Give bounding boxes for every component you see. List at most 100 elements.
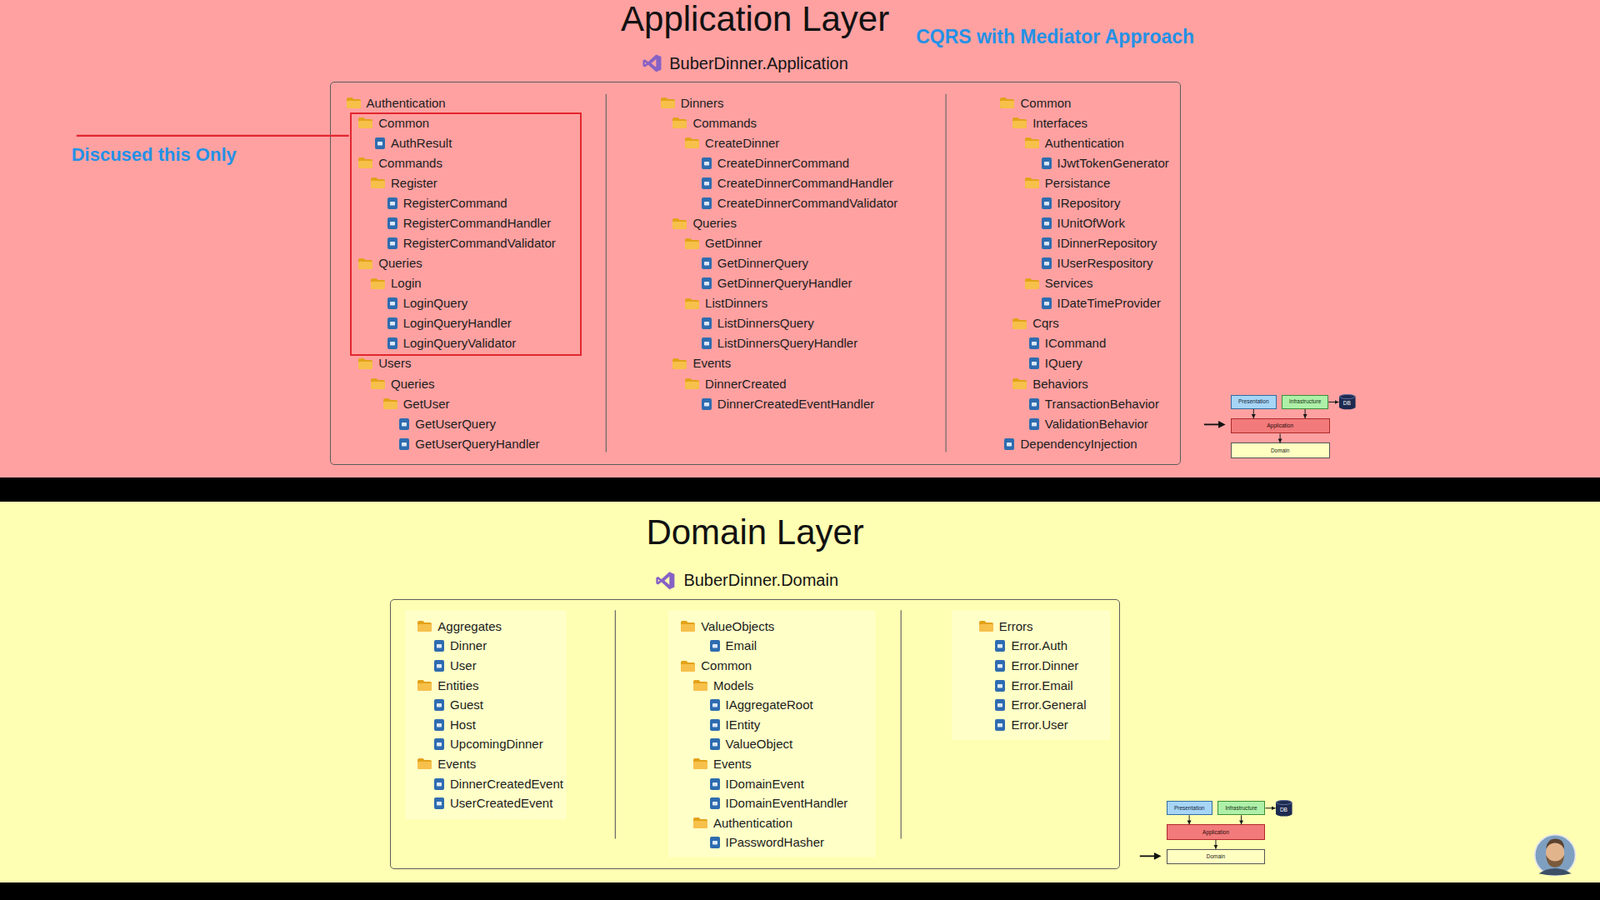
layer-box: Infrastructure bbox=[1217, 800, 1266, 815]
layer-name: Infrastructure bbox=[1225, 805, 1257, 812]
file-icon bbox=[995, 660, 1005, 672]
folder-back bbox=[417, 680, 432, 691]
file-mark bbox=[1044, 201, 1050, 206]
file-icon bbox=[1029, 418, 1040, 430]
folder-back bbox=[693, 680, 708, 691]
file-mark bbox=[1044, 161, 1050, 166]
file-name: Error.General bbox=[1010, 698, 1086, 712]
file-mark bbox=[401, 442, 407, 447]
folder-icon bbox=[358, 258, 373, 270]
file-mark bbox=[704, 261, 710, 266]
file-name: Guest bbox=[450, 698, 484, 712]
file-icon bbox=[710, 719, 720, 731]
file-body bbox=[710, 738, 720, 750]
file-body bbox=[387, 217, 398, 230]
folder-front bbox=[685, 301, 700, 310]
column-divider bbox=[945, 94, 946, 453]
file-icon bbox=[710, 738, 720, 750]
file-mark bbox=[704, 161, 710, 166]
file-mark bbox=[704, 281, 710, 286]
file-body bbox=[710, 640, 720, 652]
file-icon bbox=[1029, 398, 1040, 410]
file-mark bbox=[390, 221, 395, 226]
file-name: IUserRespository bbox=[1057, 256, 1154, 270]
folder-front bbox=[693, 683, 708, 691]
file-name: GetUserQuery bbox=[415, 417, 496, 431]
file-icon bbox=[434, 719, 445, 731]
file-mark bbox=[436, 801, 442, 806]
layer-name: DB bbox=[1343, 400, 1351, 407]
file-body bbox=[1029, 418, 1040, 430]
avatar-hair bbox=[1545, 839, 1565, 850]
highlight-box: CommonAuthResultCommandsRegisterRegister… bbox=[350, 112, 582, 357]
folder-back bbox=[1025, 278, 1040, 290]
file-body bbox=[387, 297, 398, 310]
folder-icon bbox=[1025, 278, 1040, 290]
file-icon bbox=[399, 438, 410, 450]
file-mark bbox=[712, 644, 718, 649]
folder-icon bbox=[346, 97, 361, 109]
file-name: Error.Auth bbox=[1010, 639, 1068, 653]
file-name: ValidationBehavior bbox=[1045, 417, 1149, 431]
folder-back bbox=[680, 660, 695, 672]
database-top bbox=[1275, 800, 1292, 805]
folder-icon bbox=[693, 817, 708, 829]
folder-icon bbox=[358, 117, 373, 129]
folder-front bbox=[346, 100, 361, 109]
folder-front bbox=[672, 361, 687, 370]
folder-back bbox=[672, 358, 687, 370]
project-title: BuberDinner.Application bbox=[669, 53, 849, 74]
folder-back bbox=[383, 398, 398, 410]
file-mark bbox=[712, 742, 718, 747]
file-name: IEntity bbox=[725, 718, 761, 732]
folder-name: DinnerCreated bbox=[705, 377, 787, 391]
file-mark bbox=[390, 341, 395, 346]
folder-name: Events bbox=[713, 757, 752, 771]
file-body bbox=[701, 337, 712, 350]
layer-name: Infrastructure bbox=[1289, 398, 1321, 405]
folder-icon bbox=[417, 758, 432, 770]
file-body bbox=[995, 640, 1005, 652]
folder-back bbox=[1000, 97, 1015, 109]
file-body bbox=[434, 719, 445, 731]
file-body bbox=[387, 337, 398, 350]
file-name: GetDinnerQueryHandler bbox=[717, 276, 853, 290]
folder-icon bbox=[693, 680, 708, 691]
file-body bbox=[701, 398, 712, 410]
folder-name: Queries bbox=[390, 377, 435, 391]
folder-back bbox=[680, 620, 695, 632]
file-icon bbox=[387, 337, 398, 350]
folder-icon bbox=[1025, 177, 1040, 189]
folder-icon bbox=[1012, 117, 1027, 129]
file-mark bbox=[1006, 442, 1012, 447]
project-box: BuberDinner.DomainAggregatesDinnerUserEn… bbox=[390, 599, 1121, 870]
folder-name: ValueObjects bbox=[700, 620, 775, 634]
folder-name: Queries bbox=[692, 216, 737, 230]
file-body bbox=[434, 797, 445, 810]
file-mark bbox=[390, 201, 395, 206]
visual-studio-icon-shape bbox=[655, 571, 675, 590]
file-name: ListDinnersQueryHandler bbox=[717, 336, 858, 350]
layer-arrow bbox=[1265, 807, 1275, 809]
file-mark bbox=[1031, 402, 1037, 407]
folder-icon bbox=[685, 137, 700, 149]
folder-front bbox=[370, 281, 385, 290]
folder-icon bbox=[370, 278, 385, 290]
file-body bbox=[995, 660, 1005, 672]
file-name: ValueObject bbox=[725, 737, 794, 751]
layer-arrow bbox=[1240, 815, 1242, 825]
folder-name: Commands bbox=[692, 116, 757, 130]
file-name: IPasswordHasher bbox=[725, 835, 825, 850]
file-mark bbox=[712, 723, 718, 728]
folder-front bbox=[370, 381, 385, 390]
file-body bbox=[1041, 237, 1052, 250]
folder-name: Common bbox=[1020, 96, 1071, 110]
file-name: UserCreatedEvent bbox=[450, 796, 553, 810]
column-divider bbox=[900, 610, 902, 839]
layer-name: Application bbox=[1266, 422, 1294, 430]
folder-back bbox=[1025, 177, 1040, 189]
pointer-arrow-head bbox=[1218, 420, 1226, 429]
folder-icon bbox=[685, 298, 700, 310]
file-name: IJwtTokenGenerator bbox=[1057, 156, 1170, 170]
